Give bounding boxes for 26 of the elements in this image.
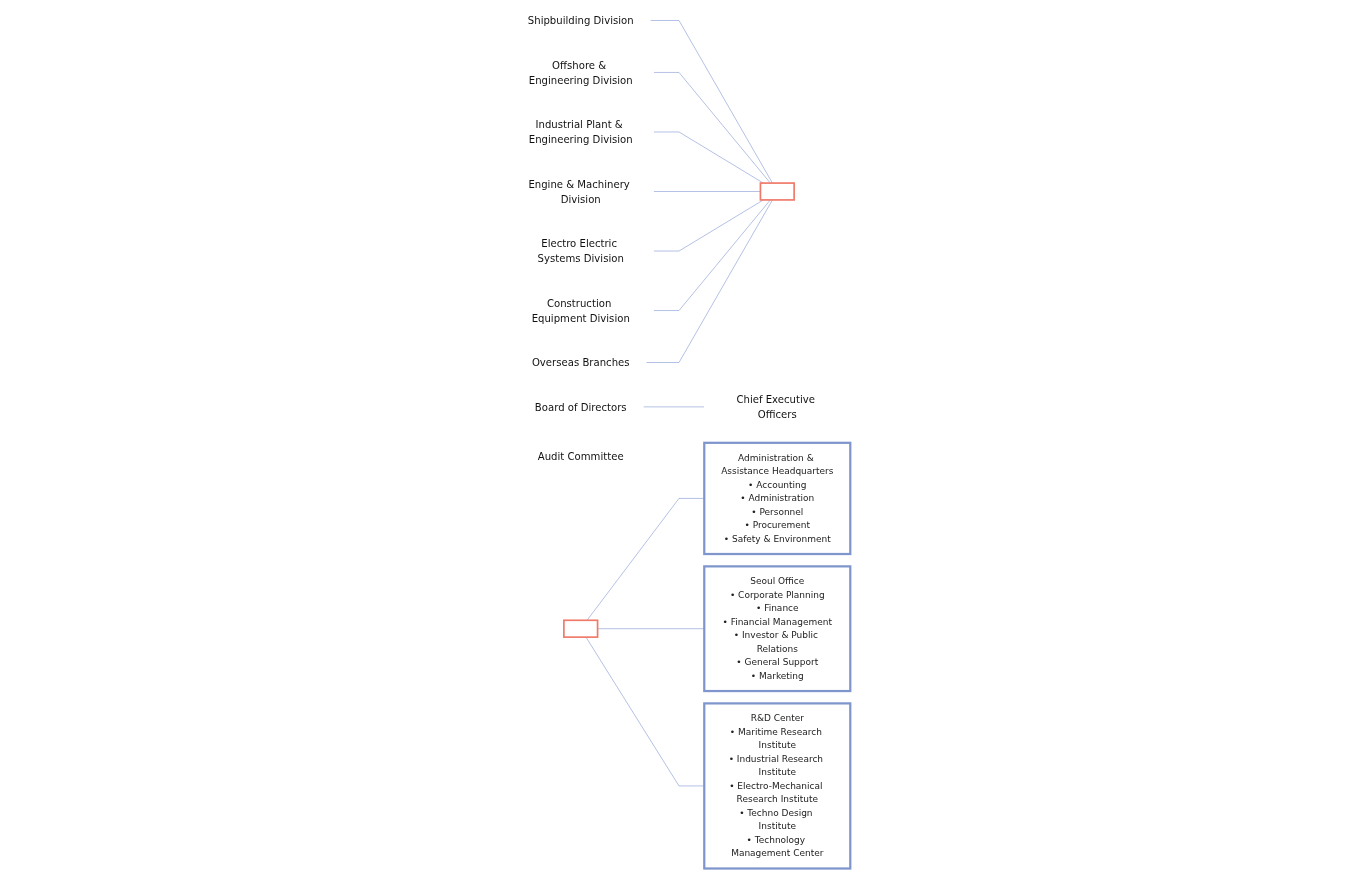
- connector: [653, 191, 761, 192]
- connector: [653, 199, 771, 311]
- node-text: Audit Committee: [537, 450, 624, 463]
- connector: [597, 628, 705, 629]
- connector: [646, 199, 773, 363]
- node-text: Chief Executive Officers: [736, 393, 815, 421]
- connector: [586, 498, 705, 621]
- node-text: Industrial Plant & Engineering Division: [528, 118, 633, 146]
- node-text: Overseas Branches: [531, 356, 630, 369]
- node-text: Electro Electric Systems Division: [537, 237, 624, 265]
- node-text: Engine & Machinery Division: [528, 178, 630, 205]
- node-text: Offshore & Engineering Division: [528, 58, 633, 86]
- connector: [643, 406, 705, 408]
- connector: [650, 20, 773, 184]
- node-box: [563, 619, 599, 638]
- node-text: Shipbuilding Division: [527, 14, 634, 27]
- node-text: Board of Directors: [534, 400, 627, 413]
- node-box: [703, 441, 852, 556]
- node-box: [703, 565, 852, 693]
- connector: [653, 131, 764, 184]
- connector: [653, 72, 771, 184]
- node-box: [703, 702, 852, 870]
- connector: [653, 199, 764, 252]
- node-box: [759, 182, 795, 201]
- node-text: Construction Equipment Division: [531, 297, 630, 325]
- connector: [585, 636, 705, 787]
